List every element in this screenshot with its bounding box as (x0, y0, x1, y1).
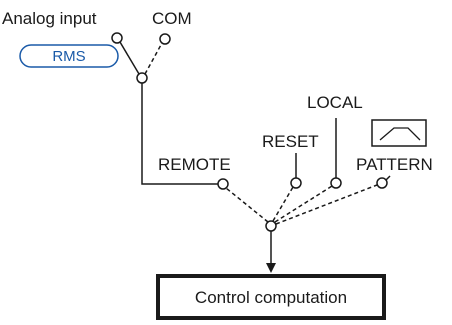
label-remote: REMOTE (158, 155, 231, 174)
rms-badge (19, 44, 119, 68)
reset-terminal (290, 177, 302, 189)
upper-switch-pivot (136, 72, 148, 84)
control-computation-box (156, 274, 386, 320)
upper-switch-arm (119, 41, 140, 75)
reset-dashed-link (272, 186, 294, 222)
label-analog-input: Analog input (2, 9, 97, 28)
label-reset: RESET (262, 132, 319, 151)
label-local: LOCAL (307, 93, 363, 112)
com-dashed-link (144, 42, 163, 75)
pattern-icon (371, 119, 427, 147)
rms-label: RMS (52, 48, 85, 65)
analog-input-terminal (111, 32, 123, 44)
remote-dashed-link (225, 187, 269, 223)
pattern-lead (385, 175, 391, 181)
pattern-terminal (376, 177, 388, 189)
local-terminal (330, 177, 342, 189)
com-terminal (159, 33, 171, 45)
local-dashed-link (274, 185, 333, 223)
label-pattern: PATTERN (356, 155, 433, 174)
remote-wire (141, 83, 218, 185)
control-computation-label: Control computation (195, 288, 347, 307)
label-com: COM (152, 9, 192, 28)
output-arrow-head (266, 263, 276, 273)
remote-terminal (217, 178, 229, 190)
